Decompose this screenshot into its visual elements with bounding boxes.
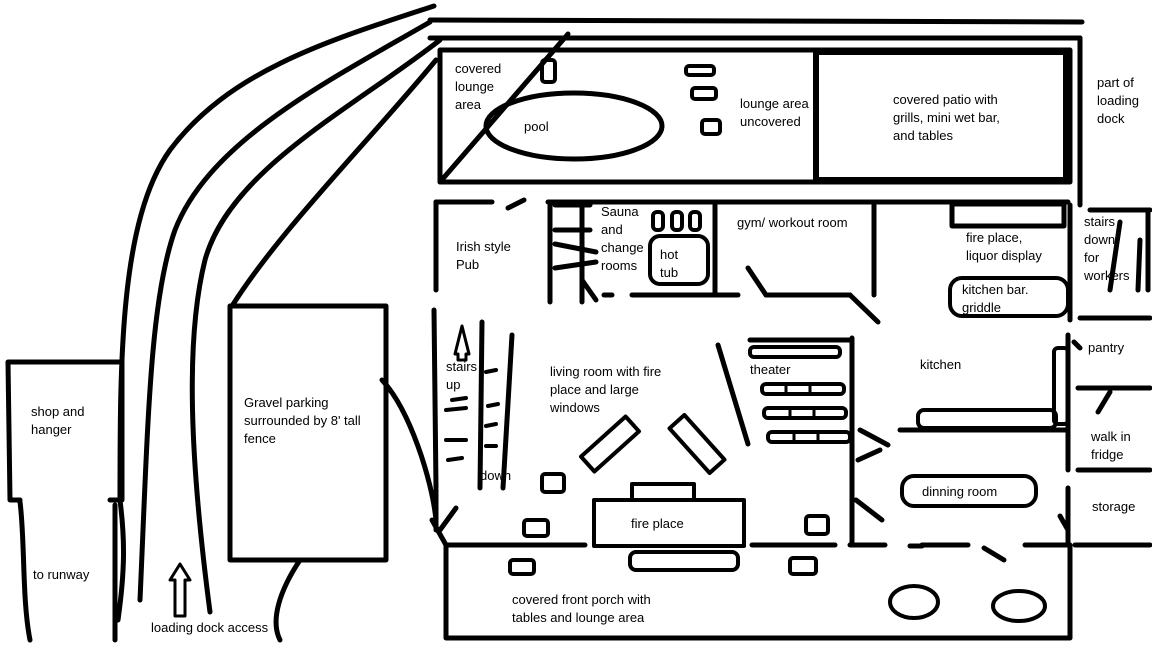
- fire-place-liquor-label: fire place, liquor display: [966, 230, 1042, 263]
- storage-label: storage: [1092, 499, 1136, 514]
- stairs-down-label: down: [480, 468, 512, 483]
- kitchen-bar-label: kitchen bar. griddle: [962, 282, 1029, 315]
- sauna-label: Sauna and change rooms: [601, 204, 644, 273]
- furniture: [443, 201, 1073, 641]
- shop-hanger-outline: [5, 359, 125, 503]
- lounge-uncovered-label: lounge area uncovered: [740, 96, 809, 129]
- to-runway-label: to runway: [33, 567, 90, 582]
- walk-in-fridge-label: walk in fridge: [1091, 429, 1131, 462]
- dining-room-label: dinning room: [922, 484, 998, 499]
- kitchen-label: kitchen: [920, 357, 962, 372]
- gravel-parking-label: Gravel parking surrounded by 8' tall fen…: [244, 395, 361, 446]
- shop-hanger-label: shop and hanger: [31, 404, 85, 437]
- loading-dock-part-label: part of loading dock: [1097, 75, 1139, 126]
- covered-patio-label: covered patio with grills, mini wet bar,…: [893, 92, 1000, 143]
- pool-label: pool: [524, 119, 549, 134]
- living-room-label: living room with fire place and large wi…: [550, 364, 662, 415]
- theater-label: theater: [750, 362, 791, 377]
- gravel-parking-outline: [227, 303, 389, 563]
- stairs-up-label: stairs up: [446, 359, 478, 392]
- fire-place-label: fire place: [631, 516, 684, 531]
- front-porch-label: covered front porch with tables and loun…: [512, 592, 651, 625]
- covered-lounge-label: covered lounge area: [455, 61, 502, 112]
- covered-patio-outline: [813, 49, 1069, 183]
- courtyard-outline: [437, 47, 1073, 185]
- hot-tub-label: hot tub: [660, 247, 679, 280]
- stairs-workers-label: stairs down for workers: [1084, 214, 1130, 283]
- loading-dock-arrow: [168, 562, 192, 618]
- pantry-label: pantry: [1088, 340, 1125, 355]
- gym-label: gym/ workout room: [737, 215, 848, 230]
- pool-shape: [483, 90, 665, 162]
- house-walls: [429, 197, 1152, 563]
- loading-dock-access-label: loading dock access: [151, 620, 269, 635]
- irish-pub-label: Irish style Pub: [456, 239, 511, 272]
